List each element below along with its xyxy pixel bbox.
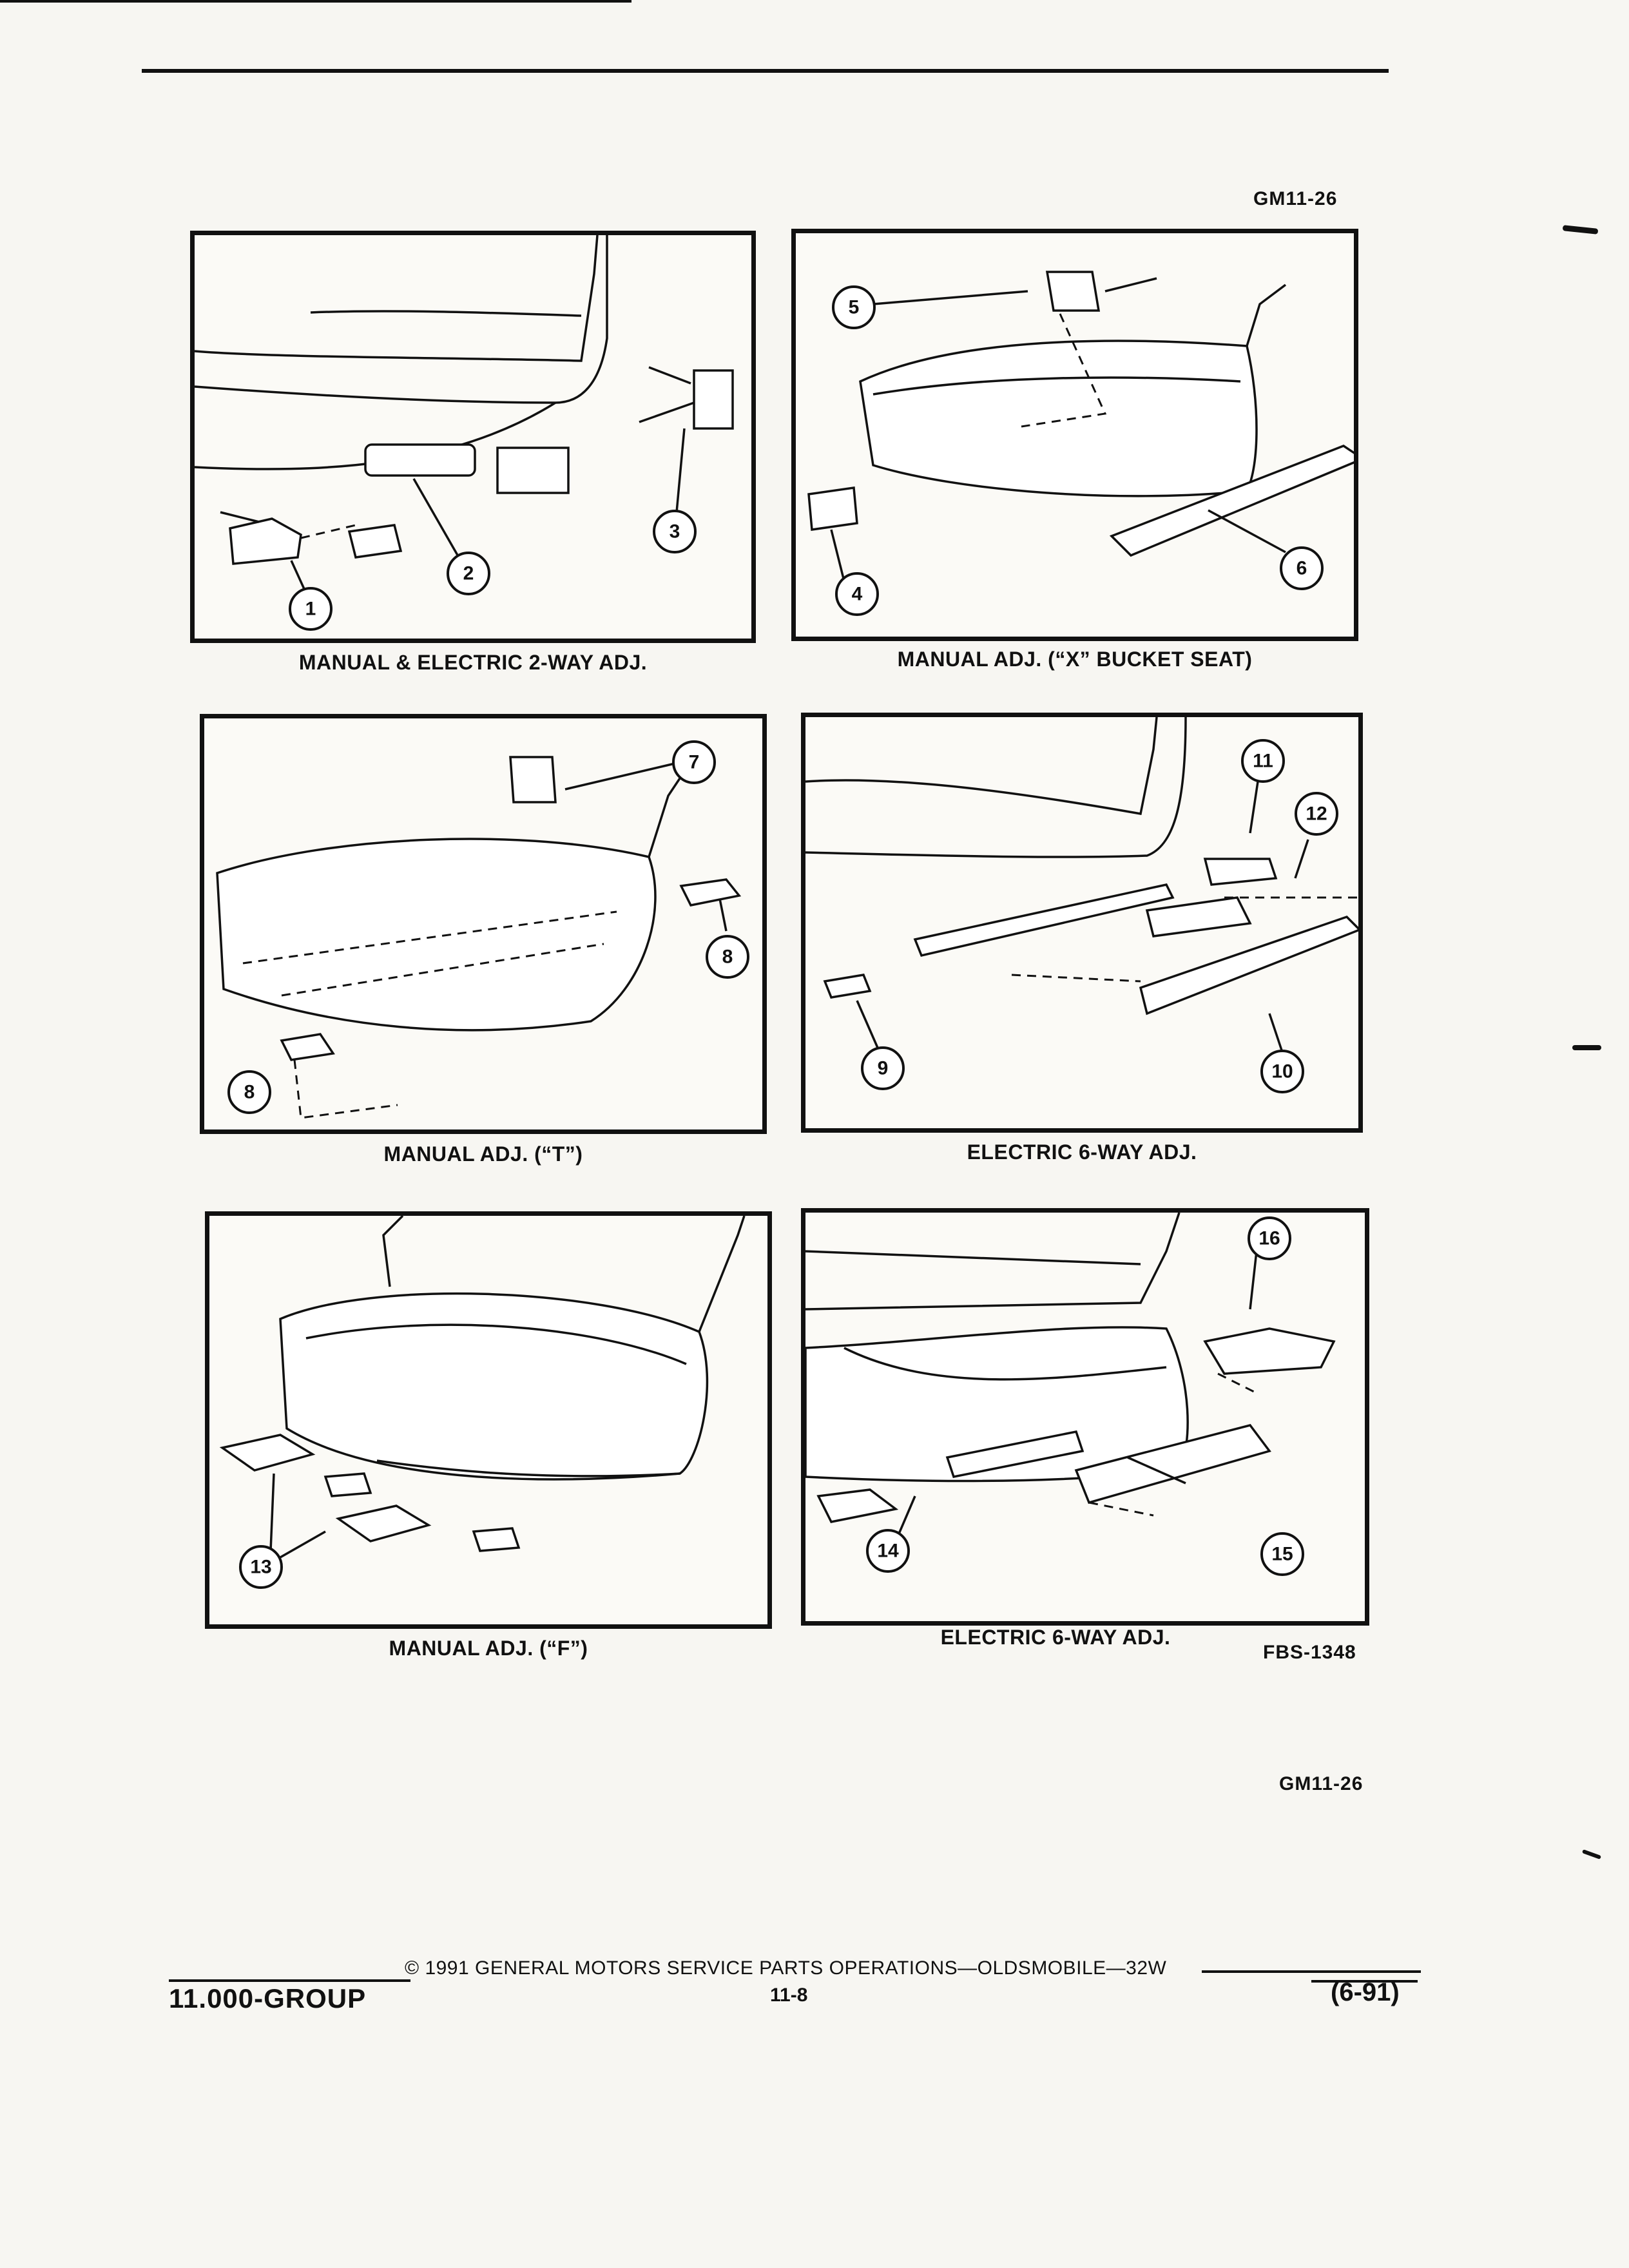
f-foot-part [472, 1527, 521, 1552]
svg-text:13: 13 [250, 1557, 271, 1578]
svg-text:9: 9 [878, 1058, 889, 1079]
svg-text:2: 2 [463, 563, 474, 584]
bracket-part [823, 974, 872, 999]
callout-5: 5 [832, 285, 876, 329]
x-handle-part [1045, 271, 1101, 312]
footer-copyright: © 1991 GENERAL MOTORS SERVICE PARTS OPER… [405, 1957, 1167, 1979]
margin-mark [1562, 225, 1599, 235]
callout-6: 6 [1280, 546, 1324, 590]
svg-text:12: 12 [1306, 803, 1327, 825]
callout-12: 12 [1295, 792, 1338, 836]
svg-text:3: 3 [670, 521, 680, 543]
illustration-panel-4: 11 12 9 10 [801, 713, 1363, 1133]
foot-bracket-part [347, 524, 403, 559]
panel-6-caption: ELECTRIC 6-WAY ADJ. [940, 1626, 1171, 1649]
svg-text:15: 15 [1271, 1544, 1293, 1565]
callout-3: 3 [653, 510, 697, 553]
panel-1-caption: MANUAL & ELECTRIC 2-WAY ADJ. [298, 651, 648, 674]
callout-10: 10 [1260, 1050, 1304, 1093]
callout-15: 15 [1260, 1532, 1304, 1576]
upper-track-part [913, 883, 1175, 957]
t-bracket-right [679, 878, 742, 907]
footer-group: 11.000-GROUP [169, 1983, 367, 2013]
panel-4-caption: ELECTRIC 6-WAY ADJ. [967, 1140, 1197, 1164]
callout-16: 16 [1248, 1216, 1291, 1260]
callout-7: 7 [672, 740, 716, 784]
footer-page-number: 11-8 [770, 1984, 808, 2006]
svg-text:7: 7 [689, 752, 700, 773]
svg-text:16: 16 [1258, 1228, 1280, 1249]
seat-diagram-electric-6way: 11 12 9 10 [805, 717, 1358, 1093]
figure-code-fbs: FBS-1348 [1263, 1642, 1356, 1663]
callout-1: 1 [289, 587, 333, 631]
footer-date: (6-91) [1331, 1978, 1400, 2006]
footer-rule-date [1311, 1980, 1418, 1983]
latch-cover-part [807, 486, 858, 531]
svg-text:14: 14 [877, 1541, 899, 1562]
panel-3-caption: MANUAL ADJ. (“T”) [383, 1142, 583, 1166]
seat-diagram-t: 7 8 8 [216, 740, 749, 1119]
footer-rule-right [1202, 1970, 1421, 1973]
margin-mark [1572, 1045, 1601, 1050]
callout-8-right: 8 [706, 935, 749, 979]
callout-13: 13 [239, 1545, 283, 1589]
f-foot-part [323, 1472, 372, 1497]
track-assembly-part [945, 1430, 1084, 1479]
illustration-panel-5: 13 [205, 1211, 772, 1629]
top-rule [142, 69, 1389, 73]
illustration-panel-3: 7 8 8 [200, 714, 767, 1134]
seat-diagram-x-bucket: 5 4 6 [807, 271, 1354, 616]
callout-9: 9 [861, 1046, 905, 1090]
adjuster-handle-part [364, 443, 476, 477]
seat-diagram-f: 13 [219, 1216, 746, 1589]
motor-cover-part [1203, 858, 1278, 886]
seat-diagram-2way: 1 2 3 [195, 235, 734, 631]
side-cover-part [1139, 915, 1358, 1015]
panel-5-caption: MANUAL ADJ. (“F”) [389, 1637, 588, 1660]
illustration-panel-6: 16 14 15 [801, 1208, 1369, 1626]
seat-diagram-electric-6way-b: 16 14 15 [805, 1213, 1336, 1576]
svg-text:4: 4 [852, 584, 863, 605]
figure-code-bottom: GM11-26 [1279, 1773, 1364, 1794]
callout-14: 14 [866, 1529, 910, 1573]
margin-mark [1581, 1849, 1602, 1860]
callout-4: 4 [835, 572, 879, 616]
panel-2-caption: MANUAL ADJ. (“X” BUCKET SEAT) [897, 648, 1253, 671]
t-bracket-left [280, 1033, 335, 1061]
f-bracket-top [219, 1434, 316, 1472]
front-cover-part [816, 1488, 899, 1523]
svg-text:6: 6 [1296, 558, 1307, 579]
f-bracket-bottom [335, 1504, 432, 1542]
svg-text:8: 8 [244, 1082, 255, 1103]
callout-2: 2 [447, 552, 490, 595]
latch-part [229, 517, 302, 565]
svg-text:5: 5 [849, 297, 860, 318]
svg-text:8: 8 [722, 947, 733, 968]
illustration-panel-2: 5 4 6 [791, 229, 1358, 641]
illustration-panel-1: 1 2 3 [190, 231, 756, 643]
side-shield-part [1074, 1424, 1271, 1504]
recliner-cover-part [1203, 1327, 1336, 1375]
figure-code-top: GM11-26 [1253, 188, 1338, 209]
footer-rule-left [169, 1979, 410, 1982]
top-scan-line [0, 0, 631, 3]
hinge-bracket-part [693, 369, 734, 430]
svg-text:11: 11 [1253, 751, 1273, 772]
callout-11: 11 [1241, 739, 1285, 783]
svg-text:10: 10 [1271, 1061, 1293, 1082]
svg-text:1: 1 [305, 599, 316, 620]
track-bracket-part [496, 447, 570, 494]
track-cover-part [1109, 445, 1354, 557]
transmission-part [1145, 896, 1252, 937]
t-handle-part [509, 756, 557, 803]
callout-8-left: 8 [227, 1070, 271, 1114]
